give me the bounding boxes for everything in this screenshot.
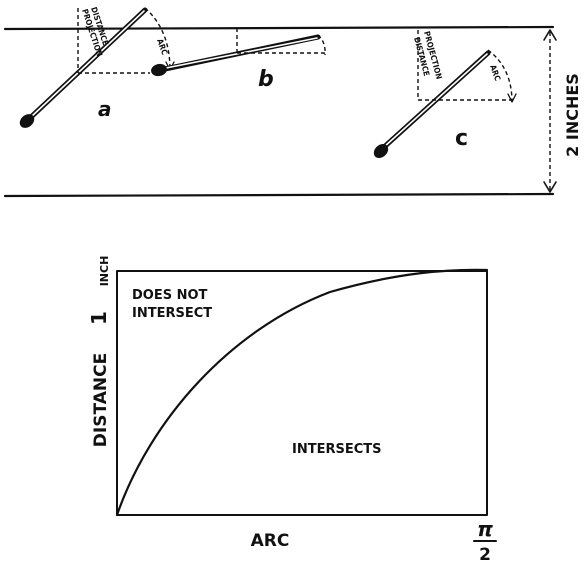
y-tick-value: 1 [87,311,111,325]
match-a-arc-label: ARC [155,38,169,56]
region-does-not-intersect-line1: DOES NOT [132,288,208,303]
y-tick-unit: INCH [98,256,111,287]
spacing-dimension: 2 INCHES [544,30,582,192]
y-axis-label: DISTANCE [91,353,111,447]
bottom-parallel-line [5,194,553,196]
x-end-denominator: 2 [479,545,491,565]
distance-arc-graph: DOES NOT INTERSECT INTERSECTS DISTANCE 1… [87,256,496,565]
match-a-letter: a [98,97,112,121]
match-c-arc-label: ARC [488,64,502,82]
x-end-numerator: π [477,517,493,541]
match-c: PROJECTION DISTANCE ARC c [371,30,516,161]
match-b-head-icon [150,62,168,77]
match-a: PROJECTION DISTANCE ARC a [17,6,174,131]
region-does-not-intersect-line2: INTERSECT [132,306,212,321]
match-c-letter: c [455,126,468,151]
spacing-label: 2 INCHES [563,73,582,157]
region-intersects: INTERSECTS [292,442,382,457]
x-axis-label: ARC [251,531,290,551]
parallel-lines-diagram: 2 INCHES PROJECTION DISTANCE ARC a b [5,6,582,196]
match-b: b [150,28,325,92]
match-b-letter: b [258,67,274,92]
